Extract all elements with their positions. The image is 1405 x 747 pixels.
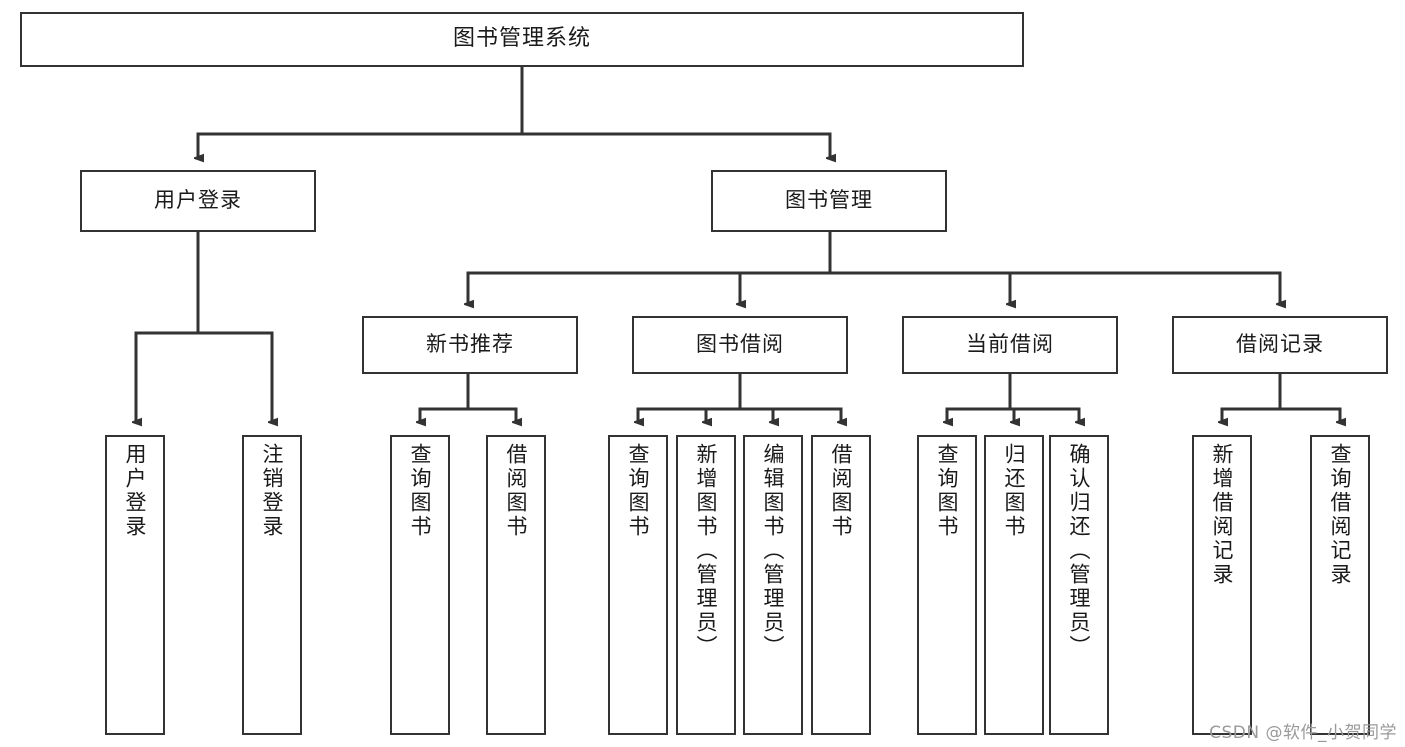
- leaf-current-query-book[interactable]: 查询图书: [917, 435, 977, 735]
- node-book-borrow-label: 图书借阅: [696, 332, 784, 357]
- leaf-new-book-query-label: 查询图书: [408, 443, 433, 539]
- node-user-login-label: 用户登录: [154, 188, 242, 213]
- leaf-borrow-query-book[interactable]: 查询图书: [608, 435, 668, 735]
- leaf-borrow-edit-book-admin-label: 编辑图书（管理员）: [761, 443, 786, 659]
- leaf-record-add[interactable]: 新增借阅记录: [1192, 435, 1252, 735]
- leaf-user-login-signout-label: 注销登录: [260, 443, 285, 539]
- node-root-system-label: 图书管理系统: [452, 26, 591, 52]
- leaf-user-login-signin[interactable]: 用户登录: [105, 435, 165, 735]
- node-book-borrow[interactable]: 图书借阅: [632, 316, 848, 374]
- node-new-book-recommend-label: 新书推荐: [426, 332, 514, 357]
- node-borrow-record[interactable]: 借阅记录: [1172, 316, 1388, 374]
- node-current-borrow[interactable]: 当前借阅: [902, 316, 1118, 374]
- node-root-system[interactable]: 图书管理系统: [20, 12, 1024, 67]
- leaf-borrow-add-book-admin[interactable]: 新增图书（管理员）: [676, 435, 736, 735]
- leaf-new-book-borrow-label: 借阅图书: [504, 443, 529, 539]
- leaf-user-login-signout[interactable]: 注销登录: [242, 435, 302, 735]
- leaf-current-confirm-return-admin[interactable]: 确认归还（管理员）: [1049, 435, 1109, 735]
- leaf-record-add-label: 新增借阅记录: [1210, 443, 1235, 587]
- leaf-new-book-borrow[interactable]: 借阅图书: [486, 435, 546, 735]
- leaf-user-login-signin-label: 用户登录: [123, 443, 148, 539]
- leaf-current-confirm-return-admin-label: 确认归还（管理员）: [1067, 443, 1092, 659]
- leaf-borrow-borrow-book-label: 借阅图书: [829, 443, 854, 539]
- node-current-borrow-label: 当前借阅: [966, 332, 1054, 357]
- leaf-record-query[interactable]: 查询借阅记录: [1310, 435, 1370, 735]
- leaf-borrow-query-book-label: 查询图书: [626, 443, 651, 539]
- node-user-login[interactable]: 用户登录: [80, 170, 316, 232]
- leaf-new-book-query[interactable]: 查询图书: [390, 435, 450, 735]
- leaf-current-query-book-label: 查询图书: [935, 443, 960, 539]
- node-book-management-label: 图书管理: [785, 188, 873, 213]
- leaf-current-return-book-label: 归还图书: [1002, 443, 1027, 539]
- leaf-borrow-borrow-book[interactable]: 借阅图书: [811, 435, 871, 735]
- leaf-borrow-edit-book-admin[interactable]: 编辑图书（管理员）: [743, 435, 803, 735]
- node-borrow-record-label: 借阅记录: [1236, 332, 1324, 357]
- leaf-record-query-label: 查询借阅记录: [1328, 443, 1353, 587]
- node-new-book-recommend[interactable]: 新书推荐: [362, 316, 578, 374]
- leaf-current-return-book[interactable]: 归还图书: [984, 435, 1044, 735]
- leaf-borrow-add-book-admin-label: 新增图书（管理员）: [694, 443, 719, 659]
- node-book-management[interactable]: 图书管理: [711, 170, 947, 232]
- watermark-text: CSDN @软件_小贺同学: [1209, 723, 1397, 743]
